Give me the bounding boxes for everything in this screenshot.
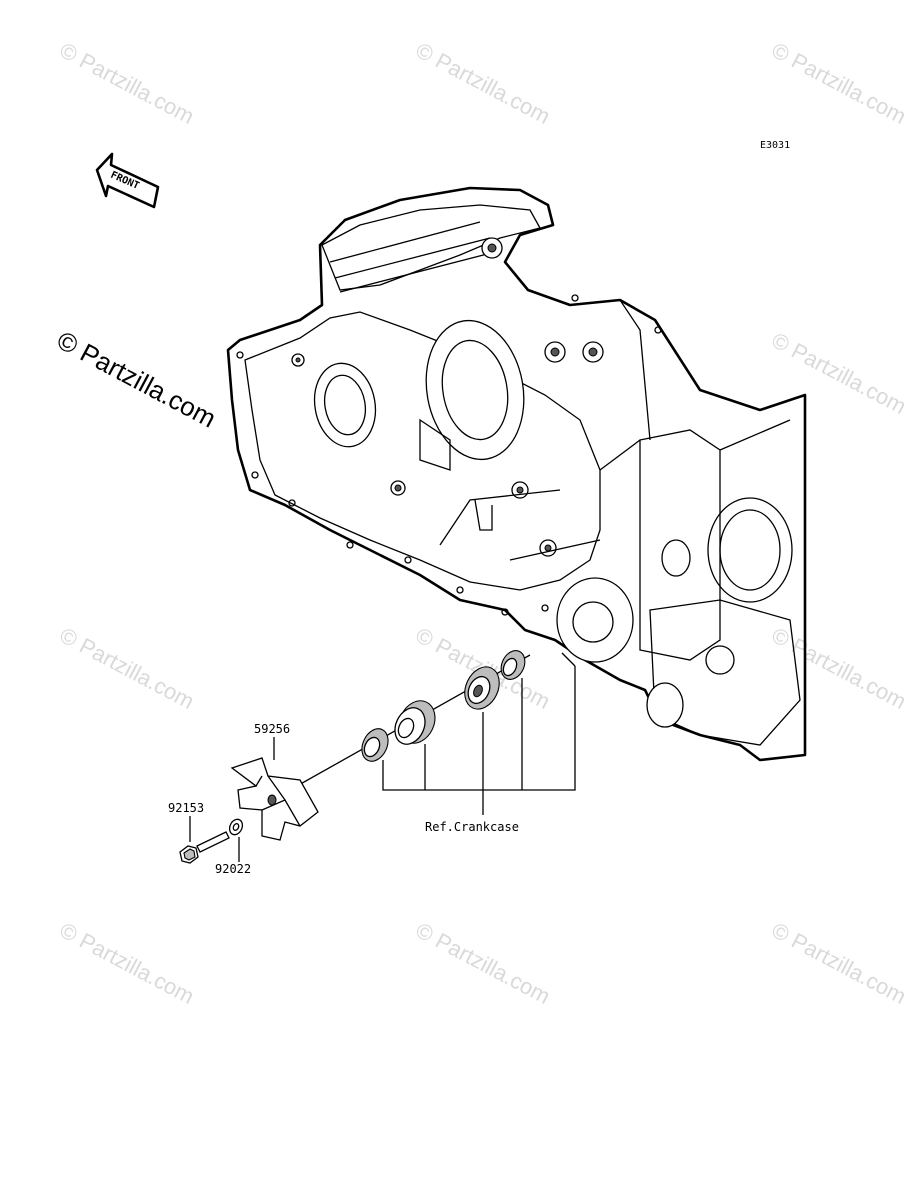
washer [228,818,244,836]
watermark-main: © Partzilla.com [52,325,221,434]
watermark: © Partzilla.com [412,37,555,129]
impeller [230,757,319,841]
reference-crankcase-label: Ref.Crankcase [425,820,519,834]
watermark: © Partzilla.com [56,917,199,1009]
watermark: © Partzilla.com [768,622,911,714]
watermark: © Partzilla.com [768,37,911,129]
exploded-parts [179,650,531,864]
ball-bearing [464,666,500,710]
callout-bolt: 92153 [168,801,204,815]
seal-ring [361,728,389,762]
callout-impeller: 59256 [254,722,290,736]
watermark: © Partzilla.com [56,622,199,714]
watermark: © Partzilla.com [768,917,911,1009]
front-arrow-icon: FRONT [95,152,160,209]
diagram-code: E3031 [760,140,790,151]
watermark: © Partzilla.com [412,917,555,1009]
leader-lines [189,652,576,862]
callout-washer: 92022 [215,862,251,876]
mechanical-seal [394,700,436,745]
watermark: © Partzilla.com [768,327,911,419]
watermark: © Partzilla.com [56,37,199,129]
oil-seal [500,650,526,680]
bolt [179,831,230,864]
crankcase-illustration [226,186,807,762]
